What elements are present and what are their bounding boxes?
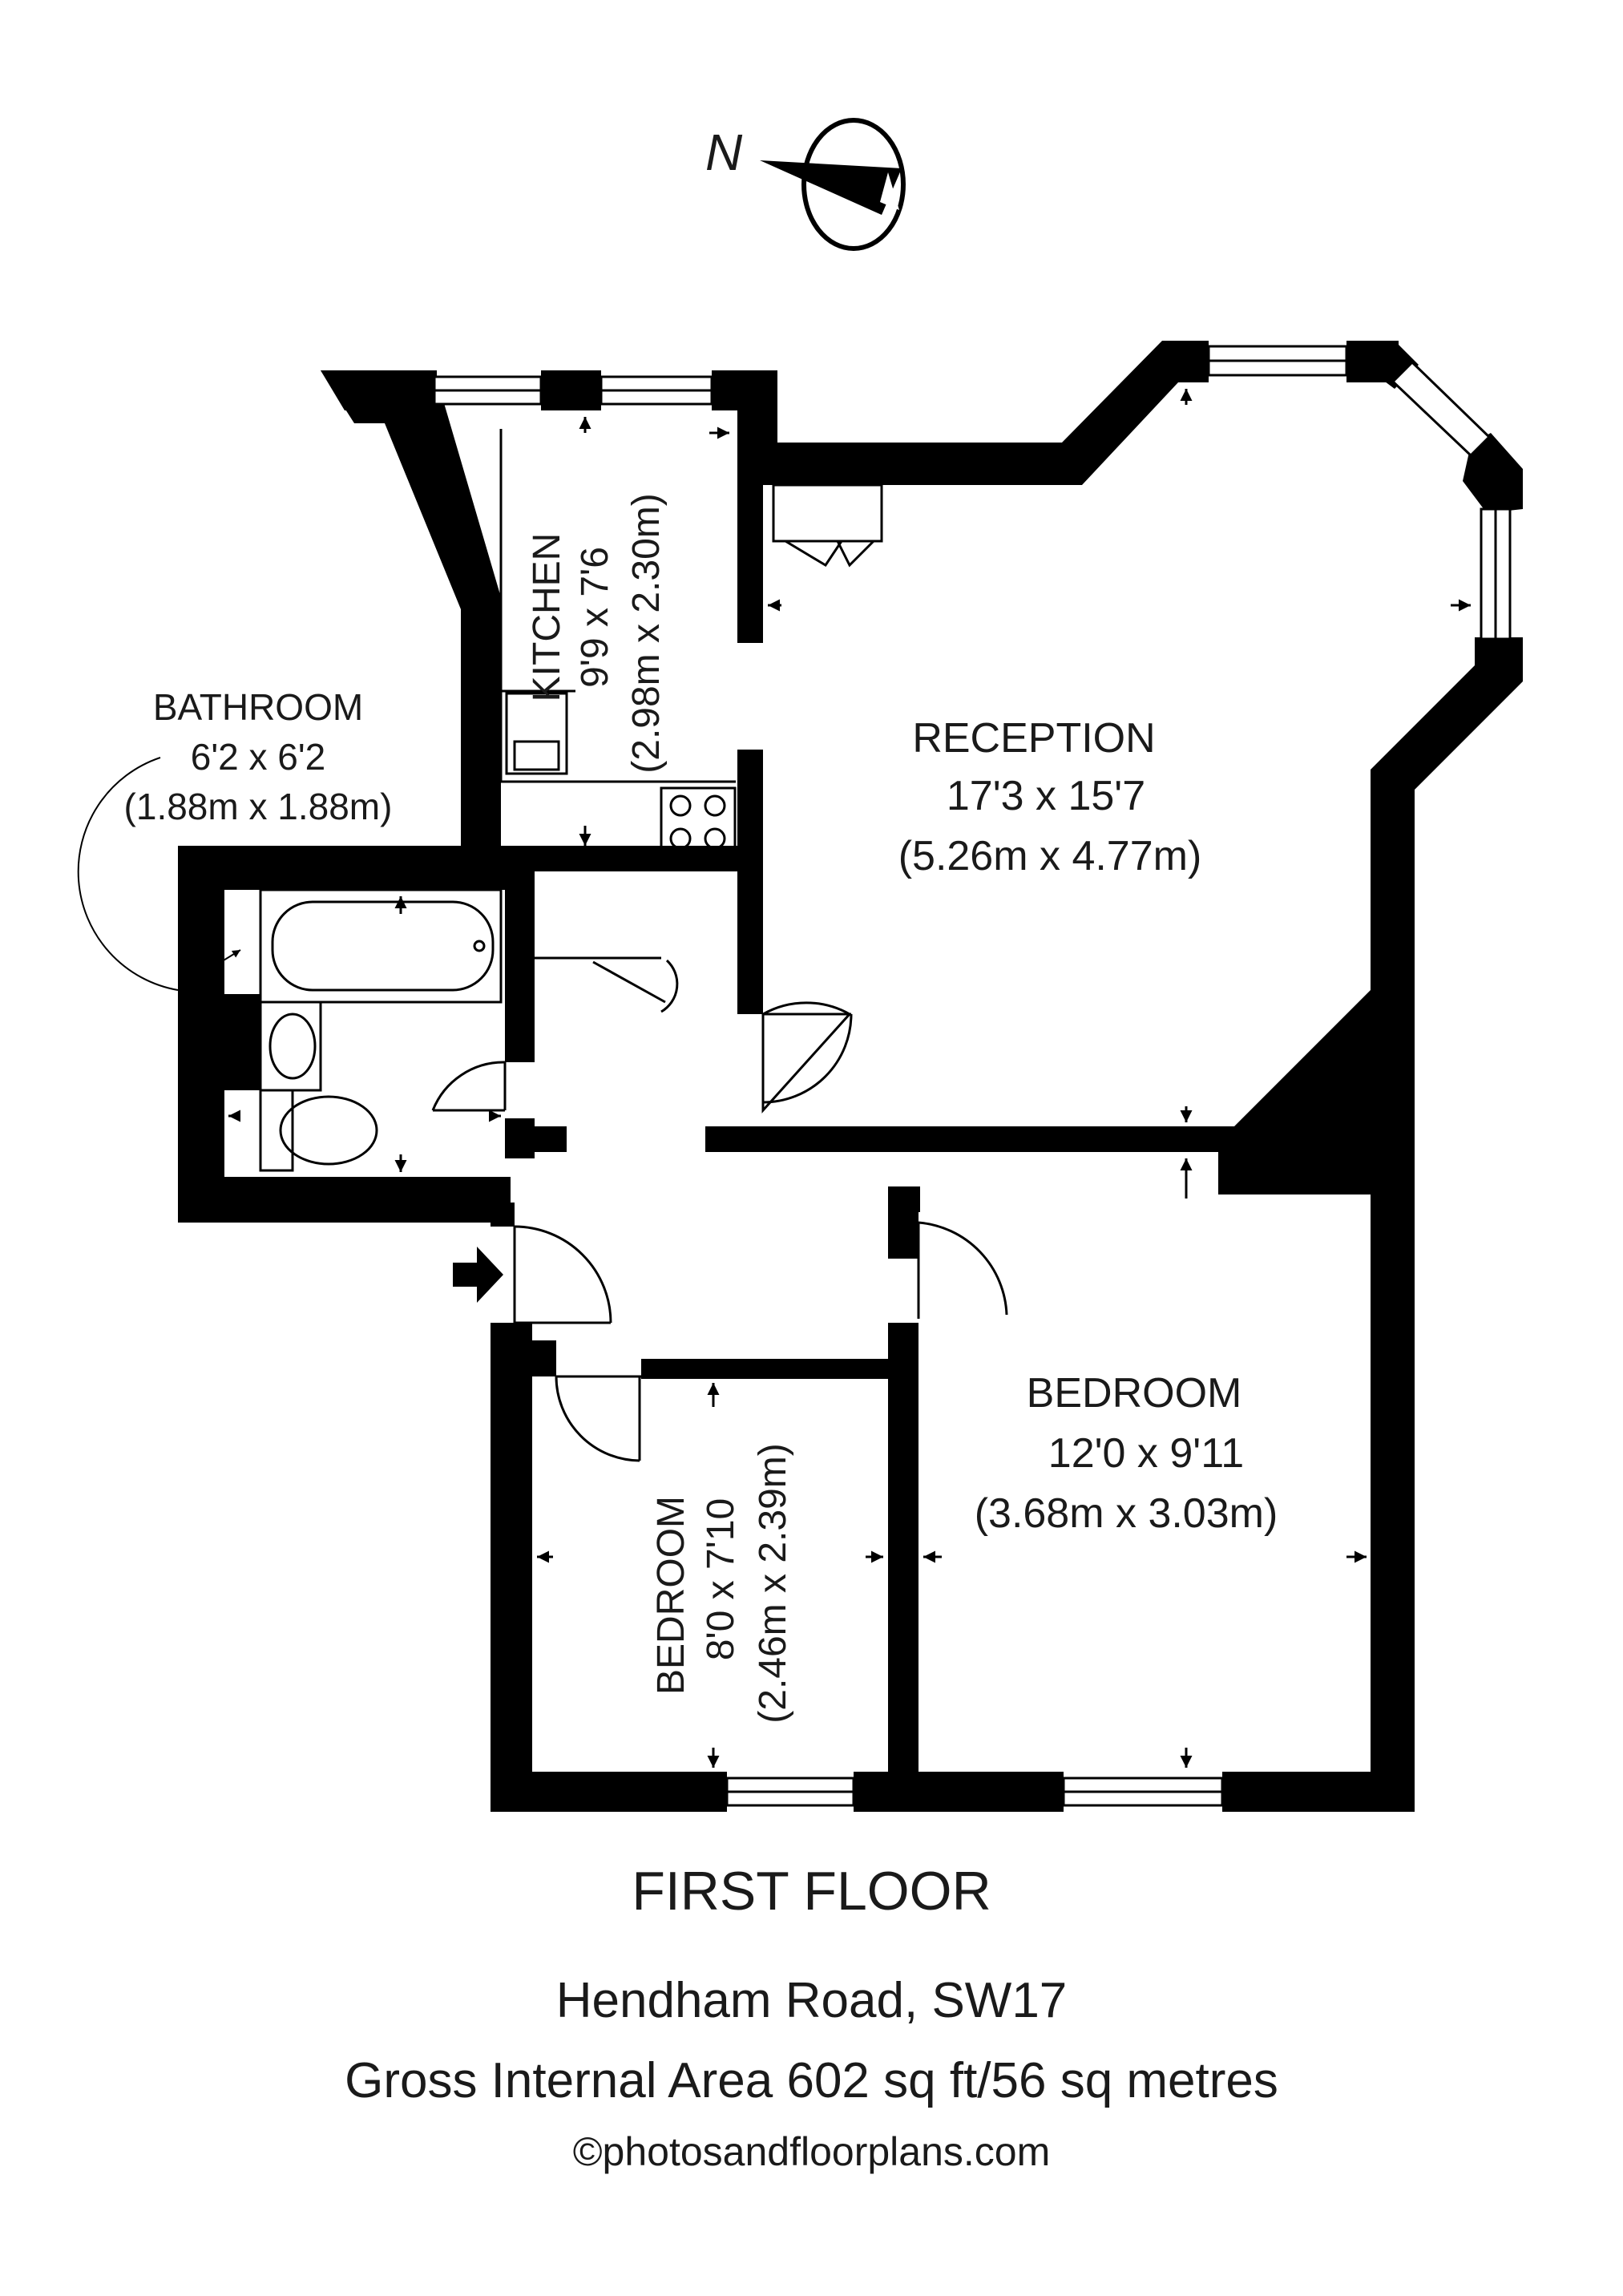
door-bathroom-arc [77,757,179,991]
wall-kitchen-right-mid [737,443,763,643]
room-label-bedroom-large: BEDROOM 12'0 x 9'11 (3.68m x 3.03m) [975,1370,1278,1537]
wall-hall-top [535,846,737,871]
door-reception [761,1001,852,1114]
doors [77,483,1008,1462]
reception-name: RECEPTION [912,715,1155,762]
kitchen-dims: 9'9 x 7'6 [574,547,616,688]
wall-bottom-mid [854,1772,1064,1812]
door-entrance [514,1225,612,1324]
wall-bedroom-large-right [1371,1126,1415,1812]
wall-kitchen-right-low [737,750,763,1014]
windows [433,345,1512,1807]
entrance-arrow [453,1247,503,1303]
room-label-kitchen: KITCHEN 9'9 x 7'6 (2.98m x 2.30m) [526,493,668,773]
walls [178,341,1523,1812]
reception-metric: (5.26m x 4.77m) [898,833,1202,879]
wall-bottom-left [491,1772,727,1812]
wall-reception-bottom [705,1126,1379,1152]
wall-reception-corner [1218,990,1371,1194]
wall-entrance-upper [491,1203,515,1227]
wall-bathroom-notch [216,994,260,1090]
wall-bathroom-right-bot [505,1118,535,1158]
bathtub [259,888,503,1004]
copyright-credit: ©photosandfloorplans.com [572,2129,1051,2174]
wall-bathroom-bottom [178,1177,511,1223]
kitchen-sink [505,692,568,775]
kitchen-hob [660,786,737,858]
wall-bedroom-large-top [888,1186,920,1212]
gross-internal-area: Gross Internal Area 602 sq ft/56 sq metr… [345,2053,1278,2108]
toilet [259,1089,294,1172]
wall-bathroom-right-top [505,846,535,1062]
door-bedroom-small [555,1376,640,1462]
room-label-bedroom-small: BEDROOM 8'0 x 7'10 (2.46m x 2.39m) [650,1443,794,1723]
door-bathroom [431,1061,506,1111]
bedroom-small-metric: (2.46m x 2.39m) [752,1443,794,1723]
wall-hall-stub [535,1126,567,1152]
fixtures [259,429,737,1172]
bedroom-large-dims: 12'0 x 9'11 [1048,1430,1244,1477]
door-bedroom-large [918,1221,1008,1316]
measurement-arrows [228,389,1471,1768]
room-label-bathroom: BATHROOM 6'2 x 6'2 (1.88m x 1.88m) [124,686,393,827]
wall-bedroom-small-top [532,1340,556,1376]
floor-title: FIRST FLOOR [632,1861,991,1922]
property-address: Hendham Road, SW17 [555,1973,1068,2028]
window-reception-bay [1391,360,1492,458]
bathroom-dims: 6'2 x 6'2 [191,736,325,778]
room-label-reception: RECEPTION 17'3 x 15'7 (5.26m x 4.77m) [898,715,1202,879]
wall-bedroom-divider [888,1323,918,1812]
bathroom-name: BATHROOM [153,686,363,728]
wall-kitchen-diagonal [321,370,501,851]
kitchen-name: KITCHEN [526,533,568,702]
wall-bedroom-small-top-right [641,1359,902,1379]
kitchen-metric: (2.98m x 2.30m) [625,493,668,773]
bedroom-large-name: BEDROOM [1027,1370,1242,1417]
wall-bedroom-small-left [491,1323,532,1812]
wall-bay-corner [1463,433,1523,513]
wall-kitchen-top-b [541,370,601,410]
compass-letter: N [705,123,743,181]
bedroom-large-metric: (3.68m x 3.03m) [975,1490,1278,1537]
reception-dims: 17'3 x 15'7 [947,773,1145,819]
compass-needle-tip [880,172,899,210]
wall-kitchen-top-a [385,370,434,410]
compass-ring [801,118,906,251]
wall-bathroom-top [178,846,535,890]
wall-reception-right [1371,637,1523,1178]
bathroom-metric: (1.88m x 1.88m) [124,786,393,827]
compass: N [705,118,906,251]
bedroom-small-name: BEDROOM [650,1496,692,1695]
wall-bottom-right [1222,1772,1415,1812]
cupboard [772,483,883,543]
bedroom-small-dims: 8'0 x 7'10 [700,1498,742,1660]
wall-reception-top [761,341,1209,485]
compass-needle [760,160,902,215]
